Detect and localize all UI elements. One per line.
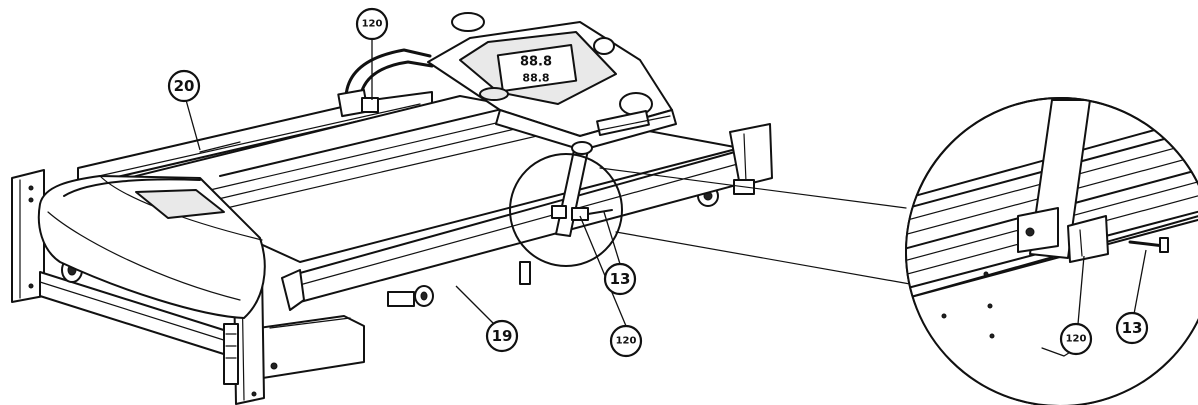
callout-20: 20 (167, 69, 201, 103)
motor-hood (37, 175, 266, 319)
leader-lines (185, 38, 1147, 331)
callout-20-label: 20 (174, 77, 195, 95)
handlebar-arm (337, 48, 434, 118)
near-side-rail (281, 123, 773, 311)
console-upright-main (519, 141, 613, 285)
callout-120-bottom-label: 120 (616, 336, 637, 347)
callout-120-top-label: 120 (362, 19, 383, 30)
callout-120-top: 120 (355, 7, 389, 41)
detail-view (905, 97, 1198, 405)
callout-13-detail-label: 13 (1122, 319, 1143, 337)
callout-120-detail-label: 120 (1066, 334, 1087, 345)
callout-13-main-label: 13 (610, 270, 631, 288)
callout-19-label: 19 (492, 327, 513, 345)
callout-13-detail: 13 (1115, 311, 1149, 345)
console-display-row2: 88.8 (522, 72, 549, 85)
callout-19: 19 (485, 319, 519, 353)
callout-120-detail: 120 (1059, 322, 1093, 356)
console-display: 88.8 88.8 (496, 44, 578, 92)
console: 88.8 88.8 (427, 12, 677, 151)
console-display-row1: 88.8 (520, 55, 552, 70)
callout-13-main: 13 (603, 262, 637, 296)
callout-120-bottom: 120 (609, 324, 643, 358)
magnify-indicator (509, 153, 911, 285)
